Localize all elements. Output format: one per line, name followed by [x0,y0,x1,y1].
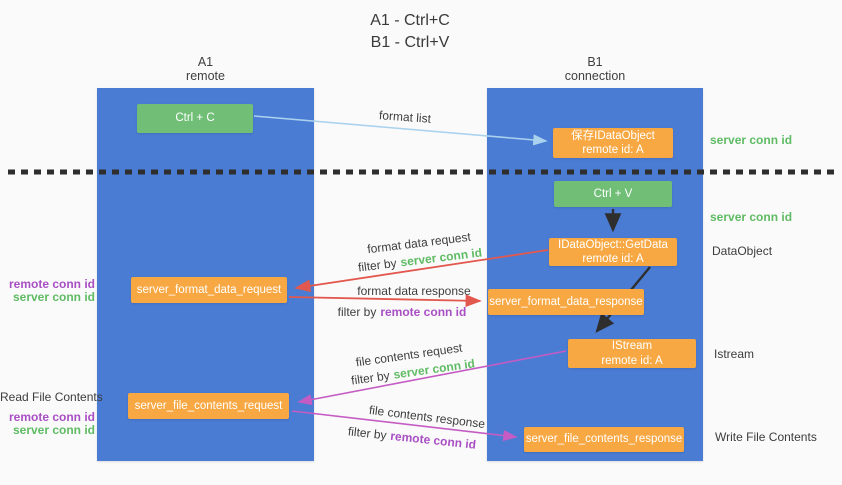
node-ctrl-c: Ctrl + C [137,104,253,133]
format-data-response-text: format data response [357,284,471,298]
server-file-contents-request-label: server_file_contents_request [134,399,283,412]
lane-b1-subtitle: connection [564,69,626,84]
right-server-conn-id-top: server conn id [710,133,793,147]
istream-line2: remote id: A [601,354,663,367]
filter-by-text: filter by [337,305,377,319]
ctrl-v-label: Ctrl + V [593,187,633,200]
ctrl-c-label: Ctrl + C [175,112,215,125]
remote-conn-id-text: remote conn id [380,305,467,319]
server-file-contents-response-label: server_file_contents_response [525,433,683,446]
filter-by-text: filter by [347,424,388,443]
node-save-idataobject: 保存IDataObject remote id: A [553,128,673,158]
save-idataobject-line1: 保存IDataObject [571,129,655,142]
left-server-conn-id-top: server conn id [12,290,95,304]
node-server-file-contents-response: server_file_contents_response [524,427,684,452]
lane-a1-subtitle: remote [186,69,225,84]
lane-header-a1: A1 remote [97,55,314,84]
lane-header-b1: B1 connection [487,55,703,84]
title-line-2: B1 - Ctrl+V [370,33,450,51]
node-istream: IStream remote id: A [568,339,696,368]
istream-line1: IStream [611,340,653,353]
file-contents-response-label: file contents response [368,403,486,431]
file-contents-response-text: file contents response [368,402,486,432]
read-file-contents-label: Read File Contents [0,390,103,404]
left-remote-conn-id-top: remote conn id [8,277,95,291]
format-list-text: format list [378,108,432,126]
right-server-conn-id-mid: server conn id [710,210,793,224]
title-line-1: A1 - Ctrl+C [370,12,450,29]
format-list-label: format list [379,108,432,126]
diagram-title: A1 - Ctrl+C B1 - Ctrl+V [0,10,820,53]
node-server-format-data-request: server_format_data_request [131,277,287,303]
left-remote-conn-id-bottom: remote conn id [8,410,95,424]
left-server-conn-id-bottom: server conn id [12,423,95,437]
lane-a1-title: A1 [197,55,214,69]
format-data-response-label: format data response [357,284,470,298]
filter-by-text: filter by [357,255,398,275]
server-format-data-request-label: server_format_data_request [136,283,282,296]
server-format-data-response-label: server_format_data_response [489,295,643,308]
remote-conn-id-text: remote conn id [389,428,477,452]
filter-by-remote-conn-id-label-2: filter by remote conn id [347,424,476,451]
node-server-file-contents-request: server_file_contents_request [128,393,289,419]
lane-b1-title: B1 [587,55,603,69]
getdata-line1: IDataObject::GetData [558,238,668,251]
getdata-line2: remote id: A [582,253,644,265]
filter-by-remote-conn-id-label-1: filter by remote conn id [338,305,467,319]
save-idataobject-line2: remote id: A [582,144,644,156]
dataobject-label: DataObject [712,244,773,258]
filter-by-text: filter by [350,368,391,388]
write-file-contents-label: Write File Contents [715,430,817,444]
istream-side-label: Istream [714,347,755,361]
node-ctrl-v: Ctrl + V [554,181,672,207]
node-idataobject-getdata: IDataObject::GetData remote id: A [549,238,677,266]
node-server-format-data-response: server_format_data_response [488,289,644,315]
